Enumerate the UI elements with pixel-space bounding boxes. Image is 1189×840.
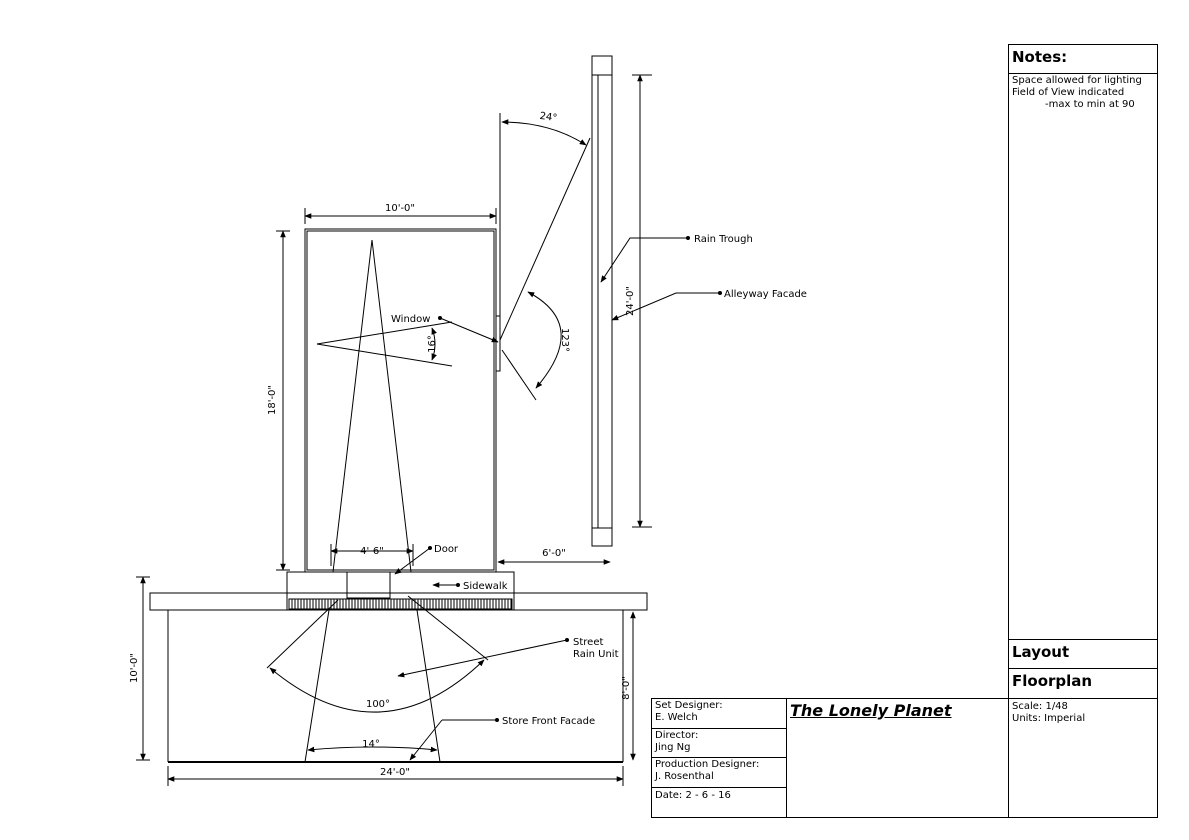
label-store-front-facade: Store Front Facade [502, 716, 595, 727]
angle-top: 24° [539, 111, 558, 124]
building-inner-outline [306, 230, 495, 571]
label-street-rain-unit-2: Rain Unit [573, 649, 619, 660]
dim-door-width: 4'-6" [360, 546, 384, 557]
building-outline [304, 228, 497, 573]
label-sidewalk: Sidewalk [463, 581, 508, 592]
notes-line-3: -max to min at 90 [1045, 99, 1135, 110]
angle-street-fov: 100° [366, 699, 390, 710]
dim-street-right-depth: 8'-0" [621, 676, 632, 700]
show-title: The Lonely Planet [790, 701, 952, 720]
director-label: Director: [655, 730, 699, 741]
label-window: Window [391, 314, 430, 325]
dim-building-width: 10'-0" [385, 203, 415, 214]
director-name: Jing Ng [655, 742, 691, 753]
notes-line-1: Space allowed for lighting [1012, 75, 1142, 86]
dim-street-depth: 10'-0" [129, 653, 140, 683]
sidewalk-grate [288, 598, 513, 610]
dim-building-depth: 18'-0" [267, 385, 278, 415]
notes-line-2: Field of View indicated [1012, 87, 1125, 98]
notes-heading: Notes: [1009, 45, 1157, 74]
alleyway-facade [591, 55, 613, 547]
set-designer-label: Set Designer: [655, 700, 723, 711]
production-designer-label: Production Designer: [655, 759, 760, 770]
production-designer-name: J. Rosenthal [655, 771, 714, 782]
set-designer-name: E. Welch [655, 712, 698, 723]
scale-text: Scale: 1/48 [1012, 701, 1068, 712]
dim-alley-gap: 6'-0" [542, 548, 566, 559]
notes-column: Notes: Space allowed for lighting Field … [1008, 44, 1158, 818]
date-text: Date: 2 - 6 - 16 [655, 790, 731, 801]
angle-storefront-fov: 14° [362, 739, 380, 750]
layout-label: Layout [1012, 643, 1070, 661]
label-street-rain-unit-1: Street [573, 637, 603, 648]
dim-street-width: 24'-0" [380, 767, 410, 778]
units-text: Units: Imperial [1012, 713, 1086, 724]
angle-window-fov: 16° [427, 335, 438, 353]
window [495, 315, 501, 372]
door [346, 571, 391, 599]
dim-alley-length: 24'-0" [625, 286, 636, 316]
label-rain-trough: Rain Trough [694, 234, 753, 245]
floorplan-label: Floorplan [1012, 672, 1093, 690]
title-block: Set Designer: E. Welch Director: Jing Ng… [651, 698, 1009, 818]
label-door: Door [434, 544, 459, 555]
angle-alley-fov: 123° [559, 328, 570, 352]
label-alleyway-facade: Alleyway Facade [724, 289, 807, 300]
